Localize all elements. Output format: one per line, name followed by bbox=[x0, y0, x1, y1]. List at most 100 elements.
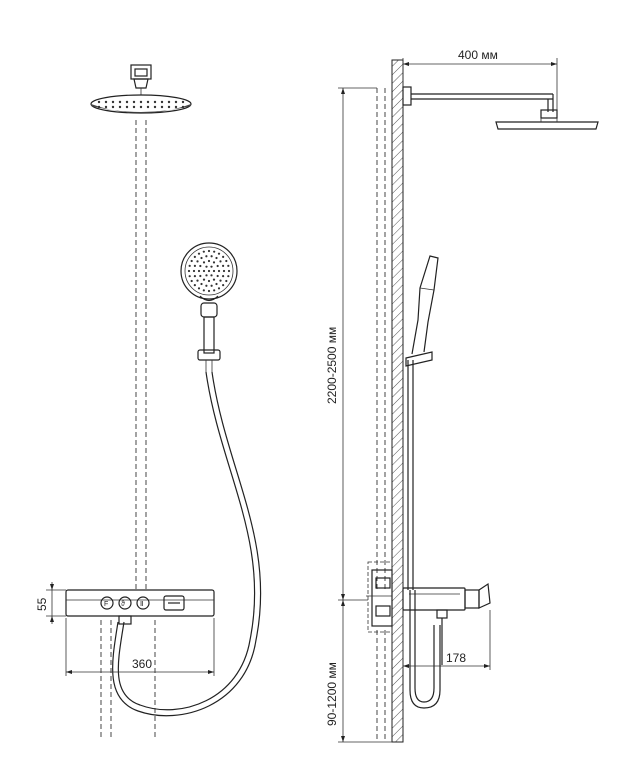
dim-arm-length: 400 мм bbox=[402, 48, 558, 110]
hand-nozzle-dot bbox=[197, 269, 201, 273]
hand-nozzle-dot bbox=[197, 287, 201, 290]
hand-nozzle-dot bbox=[210, 284, 213, 287]
dim-55-label: 55 bbox=[35, 597, 49, 611]
hand-nozzle-dot bbox=[190, 259, 193, 263]
front-view: F ϑ Ⅱ 55 360 bbox=[35, 64, 262, 740]
hand-nozzle-dot bbox=[202, 269, 206, 273]
hand-nozzle-dot bbox=[219, 279, 222, 282]
hand-nozzle-dot bbox=[193, 284, 196, 287]
rain-nozzle-dot bbox=[132, 105, 136, 109]
dim-panel-depth: 178 bbox=[402, 610, 491, 670]
hand-nozzle-dot bbox=[205, 284, 208, 287]
rain-nozzle-dot bbox=[146, 105, 150, 109]
hand-nozzle-dot bbox=[207, 269, 211, 273]
rain-nozzle-dot bbox=[160, 105, 164, 109]
hand-nozzle-dot bbox=[217, 252, 221, 255]
rain-nozzle-dot bbox=[167, 100, 171, 104]
hand-nozzle-dot bbox=[205, 274, 208, 277]
svg-text:ϑ: ϑ bbox=[121, 601, 125, 608]
hand-nozzle-dot bbox=[213, 250, 216, 253]
rain-nozzle-dot bbox=[118, 100, 122, 104]
dim-2200-label: 2200-2500 мм bbox=[325, 327, 339, 404]
side-shower-hose-outer bbox=[414, 590, 435, 703]
rain-nozzle-dot bbox=[174, 105, 178, 109]
front-temperature-display bbox=[163, 595, 185, 611]
rain-nozzle-dot bbox=[153, 105, 157, 109]
dim-mixer-height: 90-1200 мм bbox=[325, 600, 392, 743]
hand-nozzle-dot bbox=[212, 261, 216, 264]
side-shower-hose bbox=[409, 590, 441, 709]
hand-nozzle-dot bbox=[199, 264, 202, 268]
hand-nozzle-dot bbox=[221, 275, 225, 278]
front-ceiling-bracket bbox=[130, 64, 152, 95]
hand-nozzle-dot bbox=[202, 289, 205, 292]
hand-nozzle-dot bbox=[212, 278, 216, 281]
hand-nozzle-dot bbox=[202, 250, 205, 253]
hand-nozzle-dot bbox=[192, 269, 196, 273]
hand-nozzle-dot bbox=[196, 260, 199, 263]
hand-nozzle-dot bbox=[187, 269, 191, 273]
dim-360-label: 360 bbox=[132, 657, 152, 671]
rain-nozzle-dot bbox=[132, 100, 136, 104]
hand-nozzle-dot bbox=[207, 259, 211, 263]
rain-nozzle-dot bbox=[181, 105, 185, 109]
hand-nozzle-dot bbox=[225, 279, 228, 283]
hand-nozzle-dot bbox=[202, 278, 206, 281]
hand-nozzle-dot bbox=[207, 249, 211, 253]
hand-nozzle-dot bbox=[210, 265, 213, 268]
rain-nozzle-dot bbox=[118, 105, 122, 109]
side-rain-showerhead bbox=[495, 121, 599, 130]
hand-nozzle-dot bbox=[202, 261, 206, 264]
side-slide-rail bbox=[405, 255, 439, 590]
hand-nozzle-dot bbox=[222, 255, 225, 258]
hand-nozzle-dot bbox=[207, 279, 211, 283]
rain-nozzle-dot bbox=[181, 100, 185, 104]
rain-nozzle-dot bbox=[97, 100, 101, 104]
front-control-button-2 bbox=[118, 596, 132, 610]
side-wall bbox=[391, 59, 404, 743]
hand-nozzle-dot bbox=[217, 269, 221, 273]
rain-nozzle-dot bbox=[111, 105, 115, 109]
hand-nozzle-dot bbox=[222, 269, 226, 273]
front-thermostat-panel: F ϑ Ⅱ bbox=[65, 589, 215, 625]
rain-nozzle-dot bbox=[174, 100, 178, 104]
hand-nozzle-dot bbox=[210, 255, 213, 258]
svg-text:Ⅱ: Ⅱ bbox=[140, 601, 143, 608]
dim-90-1200-label: 90-1200 мм bbox=[325, 662, 339, 726]
hand-nozzle-dot bbox=[193, 255, 196, 258]
hand-nozzle-dot bbox=[215, 282, 218, 286]
dim-panel-thickness: 55 bbox=[35, 582, 66, 624]
rain-nozzle-dot bbox=[104, 100, 108, 104]
dim-panel-width: 360 bbox=[65, 618, 215, 676]
rain-nozzle-dot bbox=[153, 100, 157, 104]
rain-nozzle-dot bbox=[97, 105, 101, 109]
rain-nozzle-dot bbox=[139, 100, 143, 104]
hand-nozzle-dot bbox=[225, 259, 228, 263]
rain-nozzle-dot bbox=[104, 105, 108, 109]
rain-nozzle-dot bbox=[146, 100, 150, 104]
hand-nozzle-dot bbox=[219, 260, 222, 263]
hand-nozzle-dot bbox=[193, 264, 197, 267]
front-hose-outlet bbox=[118, 615, 132, 625]
side-view: 400 мм 2200-2500 мм 90-1200 мм bbox=[325, 48, 599, 743]
hand-nozzle-dot bbox=[222, 284, 225, 287]
side-mixer-panel bbox=[366, 561, 491, 665]
hand-nozzle-dot bbox=[200, 282, 203, 286]
hand-nozzle-dot bbox=[215, 256, 218, 260]
hand-nozzle-dot bbox=[213, 289, 216, 292]
rain-nozzle-dot bbox=[125, 105, 129, 109]
hand-nozzle-dot bbox=[197, 252, 201, 255]
rain-nozzle-dot bbox=[167, 105, 171, 109]
hand-nozzle-dot bbox=[199, 274, 202, 278]
dim-178-label: 178 bbox=[446, 651, 466, 665]
hand-nozzle-dot bbox=[210, 274, 213, 277]
hand-nozzle-dot bbox=[205, 265, 208, 268]
hand-nozzle-dot bbox=[190, 279, 193, 283]
hand-nozzle-dot bbox=[217, 287, 221, 290]
side-shower-arm bbox=[402, 86, 599, 130]
front-rain-showerhead bbox=[90, 94, 192, 114]
rain-nozzle-dot bbox=[111, 100, 115, 104]
hand-nozzle-dot bbox=[227, 264, 230, 267]
hand-nozzle-dot bbox=[212, 269, 216, 273]
